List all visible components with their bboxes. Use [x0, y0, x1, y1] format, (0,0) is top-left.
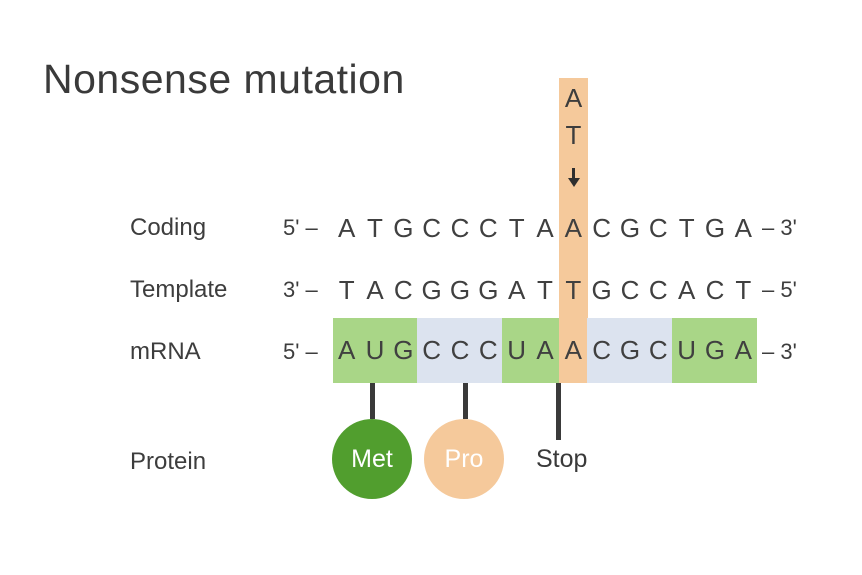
protein-row-label: Protein	[130, 448, 207, 475]
coding-base-6: C	[478, 212, 498, 243]
mrna-base-8: A	[530, 318, 560, 383]
pro-connector-line	[462, 383, 468, 419]
mrna-base-3: G	[389, 318, 418, 383]
template-base-7: A	[507, 274, 526, 305]
mrna-base-7: U	[502, 318, 531, 383]
mrna-base-4: C	[417, 318, 446, 383]
mutation-template-base: T	[565, 120, 582, 150]
mrna-end-marker: – 3'	[762, 339, 797, 364]
pro-residue-label: Pro	[444, 444, 484, 473]
mrna-row-label: mRNA	[130, 338, 201, 365]
mrna-base-10: C	[587, 318, 616, 383]
template-base-15: T	[735, 274, 752, 305]
coding-base-11: G	[619, 212, 641, 243]
stop-connector-line	[555, 383, 561, 440]
coding-base-7: T	[508, 212, 525, 243]
met-connector-line	[369, 383, 375, 419]
template-base-2: A	[366, 274, 384, 305]
coding-base-14: G	[704, 212, 726, 243]
template-base-5: G	[449, 274, 471, 305]
coding-row-label: Coding	[130, 214, 207, 241]
coding-base-13: T	[678, 212, 695, 243]
coding-end-marker: – 3'	[762, 215, 797, 240]
template-base-6: G	[478, 274, 499, 305]
mrna-base-11: G	[615, 318, 645, 383]
mrna-base-6: C	[474, 318, 503, 383]
coding-base-9: A	[564, 212, 582, 243]
mrna-base-13: U	[672, 318, 701, 383]
template-base-10: G	[591, 274, 612, 305]
mrna-base-1: A	[332, 318, 361, 383]
template-row-label: Template	[130, 276, 228, 303]
template-base-13: A	[677, 274, 696, 305]
down-arrow-icon	[567, 168, 580, 187]
coding-base-10: C	[592, 212, 612, 243]
met-residue-label: Met	[351, 444, 393, 473]
mrna-start-marker: 5' –	[283, 339, 318, 364]
coding-base-4: C	[422, 212, 442, 243]
mrna-base-14: G	[700, 318, 730, 383]
coding-base-12: C	[648, 212, 668, 243]
met-residue-circle: Met	[332, 419, 412, 499]
mutation-coding-base: A	[564, 83, 583, 113]
coding-base-8: A	[536, 212, 554, 243]
template-base-11: C	[620, 274, 640, 305]
mrna-base-5: C	[445, 318, 475, 383]
template-base-4: G	[421, 274, 442, 305]
template-base-3: C	[393, 274, 413, 305]
coding-base-1: A	[337, 212, 356, 243]
pro-residue-circle: Pro	[424, 419, 504, 499]
template-base-8: T	[537, 274, 553, 305]
mrna-base-15: A	[729, 318, 758, 383]
coding-start-marker: 5' –	[283, 215, 318, 240]
page-title: Nonsense mutation	[43, 56, 405, 102]
template-base-12: C	[648, 274, 668, 305]
mrna-base-12: C	[644, 318, 673, 383]
coding-base-5: C	[450, 212, 470, 243]
template-base-9: T	[565, 274, 582, 305]
template-end-marker: – 5'	[762, 277, 797, 302]
mrna-base-9: A	[559, 318, 588, 383]
coding-base-2: T	[367, 212, 383, 243]
stop-codon-label: Stop	[536, 445, 588, 473]
coding-base-15: A	[734, 212, 752, 243]
template-start-marker: 3' –	[283, 277, 318, 302]
coding-base-3: G	[393, 212, 414, 243]
mrna-base-2: U	[360, 318, 390, 383]
template-base-1: T	[338, 274, 355, 305]
template-base-14: C	[705, 274, 725, 305]
